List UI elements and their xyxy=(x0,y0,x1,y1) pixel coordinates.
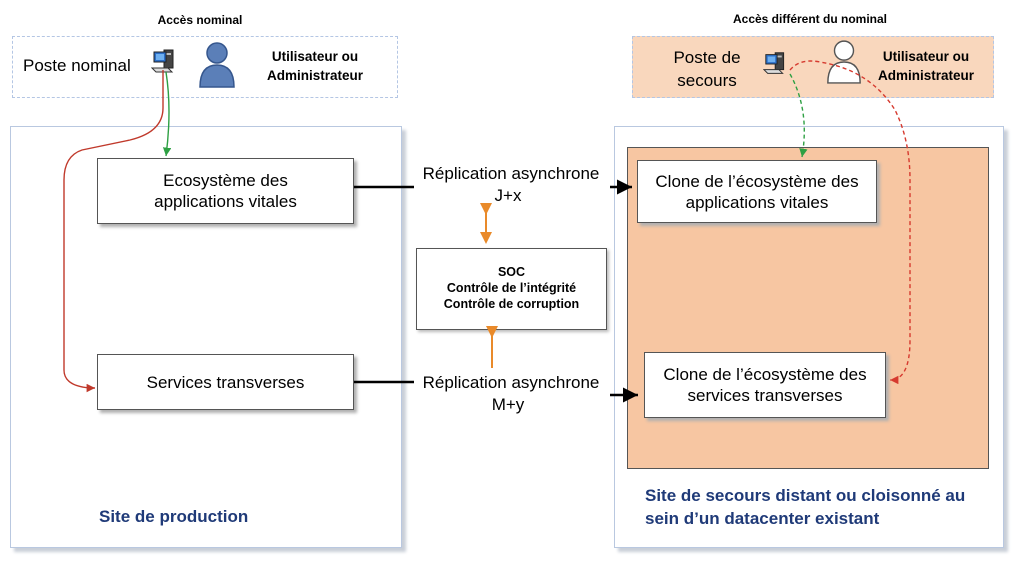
replication-bottom-label: Réplication asynchrone M+y xyxy=(402,372,620,416)
nominal-user-label: Utilisateur ou Administrateur xyxy=(266,49,364,83)
replication-bottom-line2: M+y xyxy=(491,395,525,414)
nominal-workstation-label: Poste nominal xyxy=(23,56,131,75)
transverse-services-box: Services transverses xyxy=(97,354,354,410)
vital-apps-box: Ecosystème des applications vitales xyxy=(97,158,354,224)
backup-workstation-label: Poste de secours xyxy=(673,48,741,90)
computer-icon xyxy=(762,49,793,79)
backup-site-label: Site de secours distant ou cloisonné au … xyxy=(645,486,966,528)
soc-title: SOC xyxy=(497,265,526,279)
soc-integrity-label: Contrôle de l’intégrité xyxy=(446,281,577,295)
backup-green-path xyxy=(789,73,808,158)
backup-access-title: Accès différent du nominal xyxy=(732,12,888,26)
replication-bottom-line1: Réplication asynchrone xyxy=(422,373,600,392)
soc-box: SOC Contrôle de l’intégrité Contrôle de … xyxy=(416,248,607,330)
nominal-red-path xyxy=(63,70,164,393)
user-icon xyxy=(825,39,863,85)
replication-top-label: Réplication asynchrone J+x xyxy=(402,163,620,207)
nominal-access-title: Accès nominal xyxy=(157,13,243,27)
vital-apps-clone-box: Clone de l’écosystème des applications v… xyxy=(637,160,877,223)
nominal-access-bar: Poste nominal Utilisateur ou Administrat… xyxy=(12,36,398,98)
nominal-green-path xyxy=(162,71,172,157)
replication-top-line2: J+x xyxy=(494,186,522,205)
backup-access-bar: Poste de secours Utilisateur ou Administ… xyxy=(632,36,994,98)
transverse-clone-box: Clone de l’écosystème des services trans… xyxy=(644,352,886,418)
backup-user-label: Utilisateur ou Administrateur xyxy=(877,49,975,83)
soc-corruption-label: Contrôle de corruption xyxy=(443,297,580,311)
computer-icon xyxy=(150,46,183,78)
production-site-label: Site de production xyxy=(99,507,249,526)
replication-top-line1: Réplication asynchrone xyxy=(422,164,600,183)
backup-red-path xyxy=(789,60,911,385)
user-icon xyxy=(197,41,237,89)
replication-bottom-arrow xyxy=(354,382,638,395)
